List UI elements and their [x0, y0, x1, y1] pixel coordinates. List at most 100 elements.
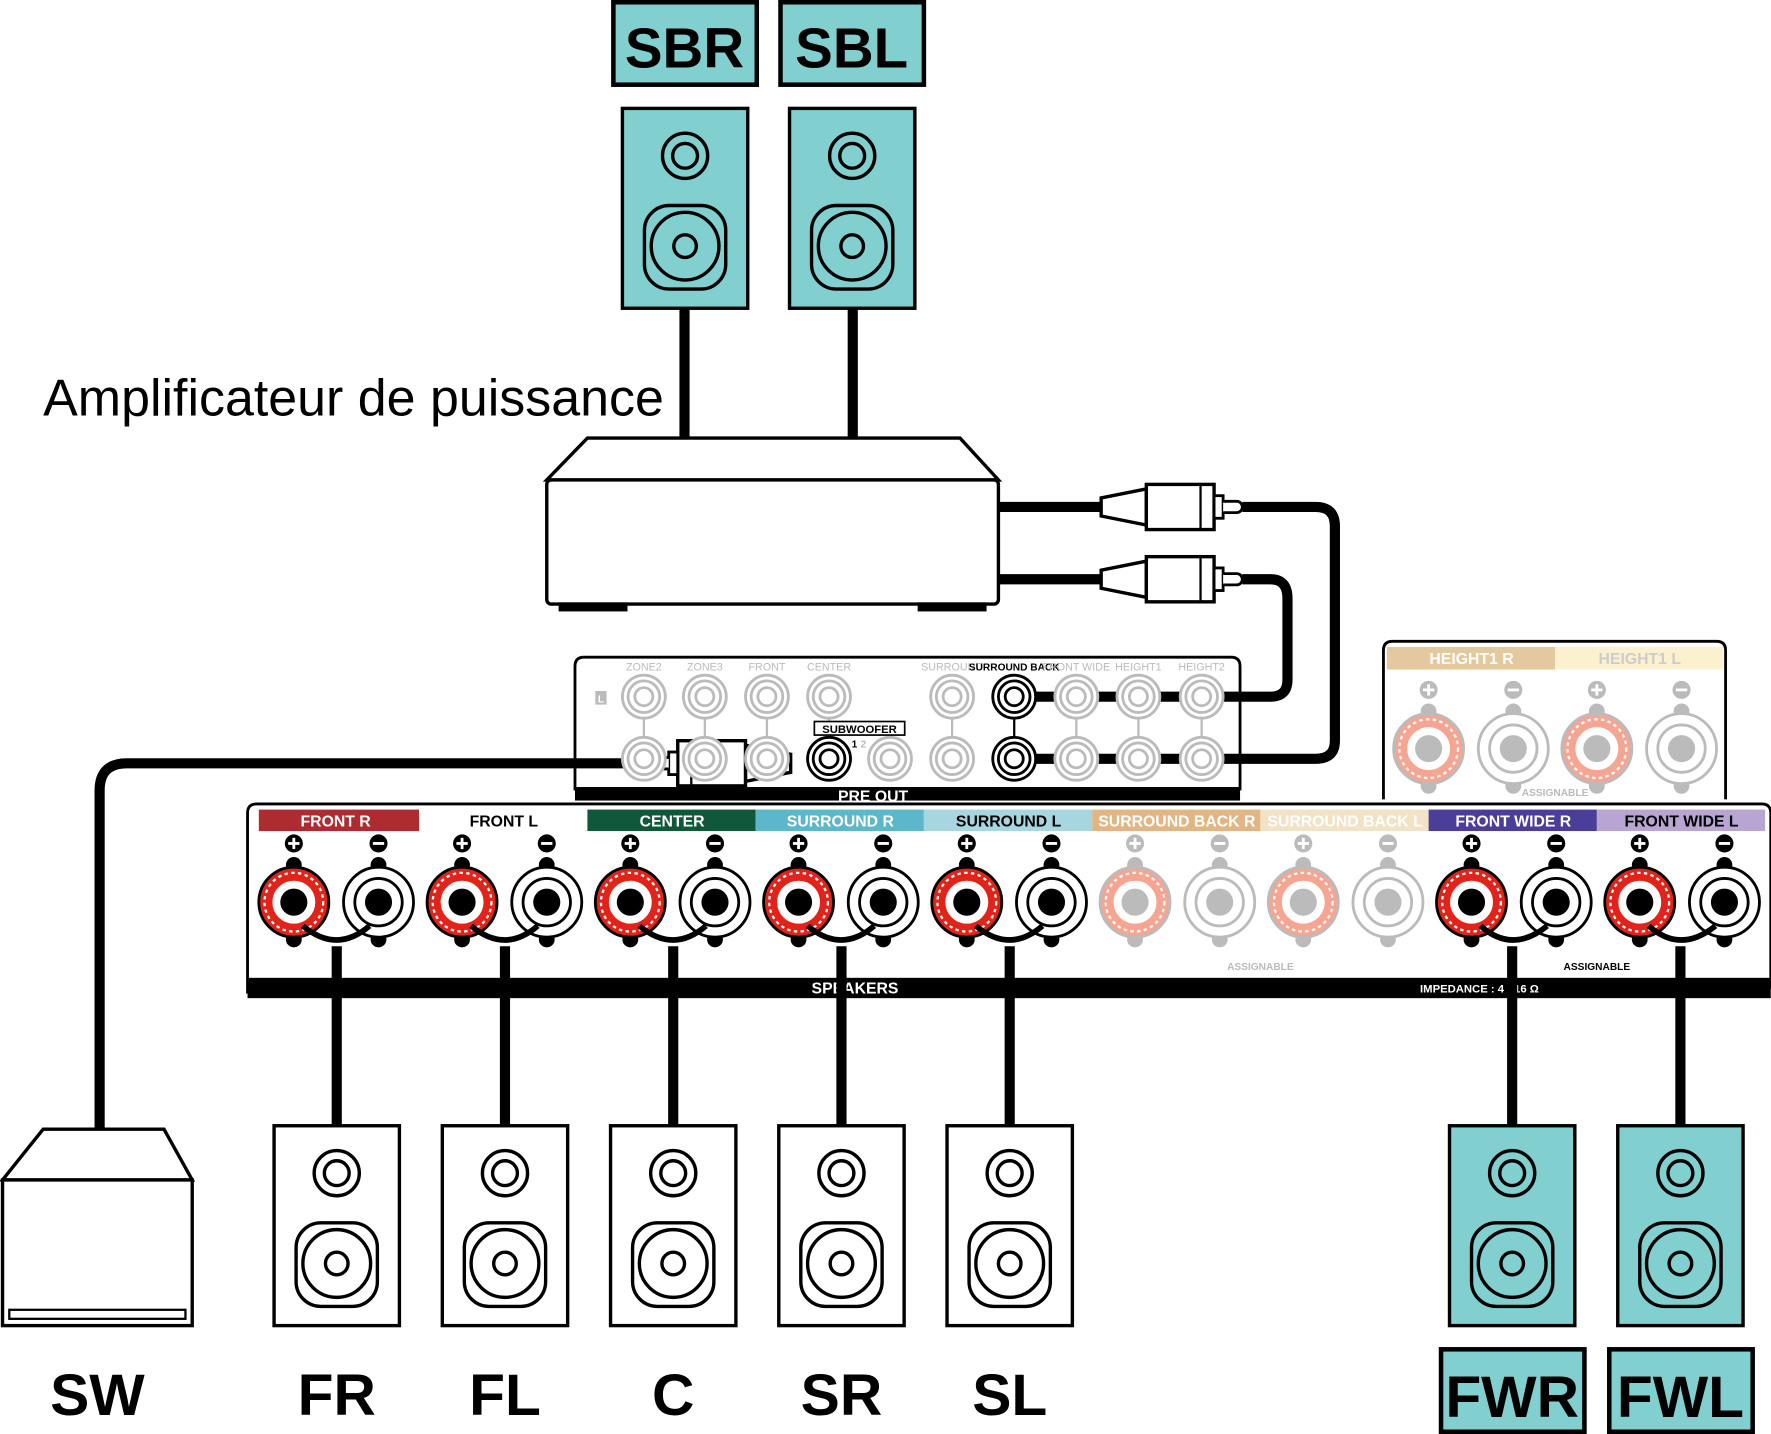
positive-terminal[interactable] — [1266, 857, 1340, 948]
negative-terminal[interactable] — [846, 857, 920, 948]
positive-terminal[interactable] — [1098, 857, 1172, 948]
plus-icon — [1630, 834, 1649, 853]
channel-label-bg — [258, 809, 420, 832]
amplifier-label: Amplificateur de puissance — [43, 370, 664, 428]
rca-jack[interactable] — [1053, 735, 1100, 782]
height-label-bg — [1386, 646, 1556, 670]
power-amplifier — [542, 436, 1003, 612]
negative-terminal[interactable] — [1351, 857, 1425, 948]
channel-label-bg — [1596, 809, 1766, 832]
rca-jack[interactable] — [929, 673, 975, 720]
plus-icon — [789, 834, 808, 853]
rca-jack[interactable] — [929, 735, 975, 782]
rca-jack[interactable] — [744, 673, 790, 720]
rca-jack[interactable] — [1115, 735, 1162, 782]
rca-jack[interactable] — [991, 735, 1038, 782]
pre-out-title: PRE OUT — [838, 789, 909, 806]
speaker-sr — [777, 1124, 906, 1328]
assignable-label-sb: ASSIGNABLE — [1227, 962, 1294, 973]
rca-jack[interactable] — [991, 673, 1038, 720]
rca-jack[interactable] — [621, 735, 667, 782]
rca-jack[interactable] — [1053, 673, 1100, 720]
height-label-bg — [1555, 646, 1724, 670]
speaker-sbl — [787, 106, 917, 310]
minus-icon — [1210, 834, 1229, 853]
channel-label-bg — [755, 809, 924, 832]
speaker-sl — [945, 1124, 1075, 1328]
speakers-title: SPEAKERS — [812, 981, 899, 998]
positive-terminal[interactable] — [593, 857, 667, 948]
minus-icon — [1715, 834, 1734, 853]
positive-terminal[interactable] — [425, 857, 499, 948]
rca-plug — [1099, 554, 1244, 604]
speaker-label: SL — [972, 1363, 1047, 1428]
channel-label-bg — [1092, 809, 1261, 832]
rca-jack[interactable] — [621, 673, 667, 720]
rca-jack[interactable] — [1178, 735, 1225, 782]
channel-label: FRONT WIDE R — [1455, 814, 1571, 831]
speaker-label-box — [778, 0, 927, 87]
negative-terminal[interactable] — [510, 857, 584, 948]
rca-jack[interactable] — [681, 673, 728, 720]
minus-icon — [1672, 680, 1691, 699]
positive-terminal[interactable] — [1603, 857, 1677, 948]
channel-label: FRONT WIDE L — [1625, 814, 1739, 831]
speaker-sbr — [620, 106, 750, 310]
speaker-label-box — [1607, 1347, 1755, 1434]
rca-jack[interactable] — [1178, 673, 1225, 720]
channel-label: SURROUND BACK L — [1267, 814, 1423, 831]
negative-terminal[interactable] — [678, 857, 752, 948]
channel-label-bg — [1260, 809, 1429, 832]
pre-out-jack-label: FRONT WIDE — [1042, 662, 1110, 674]
negative-terminal[interactable] — [1015, 857, 1088, 948]
pre-out-jack-label: ZONE3 — [687, 662, 723, 674]
minus-icon — [369, 834, 388, 853]
channel-label: SURROUND R — [787, 814, 895, 831]
channel-label-bg — [419, 809, 588, 832]
side-badge: L — [598, 694, 604, 705]
subwoofer-out-jack[interactable] — [867, 735, 913, 782]
positive-terminal[interactable] — [762, 857, 835, 948]
channel-label: CENTER — [640, 814, 706, 831]
speaker-down-cables — [301, 923, 1718, 1126]
plus-icon — [1294, 834, 1313, 853]
speaker-label: FWL — [1617, 1365, 1744, 1430]
height-assignable-label: ASSIGNABLE — [1522, 788, 1589, 799]
rca-jack[interactable] — [806, 673, 852, 720]
positive-terminal[interactable] — [257, 857, 331, 948]
negative-terminal[interactable] — [1688, 857, 1761, 948]
rca-jack[interactable] — [681, 735, 728, 782]
positive-terminal[interactable] — [1435, 857, 1508, 948]
subwoofer-out-jack[interactable] — [806, 735, 852, 782]
plus-icon — [453, 834, 472, 853]
rca-plug — [1099, 482, 1244, 532]
subwoofer-1-num: 1 — [852, 739, 858, 750]
height-channel-label: HEIGHT1 R — [1429, 651, 1514, 668]
minus-icon — [1042, 834, 1061, 853]
positive-terminal[interactable] — [1560, 703, 1634, 794]
negative-terminal[interactable] — [1183, 857, 1257, 948]
speaker-fr — [272, 1124, 402, 1328]
channel-label: FRONT R — [301, 814, 372, 831]
speaker-label: FR — [298, 1363, 376, 1428]
speaker-fwr — [1447, 1124, 1577, 1328]
negative-terminal[interactable] — [342, 857, 415, 948]
speaker-fwl — [1616, 1124, 1745, 1328]
speaker-label: SR — [801, 1363, 883, 1428]
assignable-label-fw: ASSIGNABLE — [1564, 962, 1631, 973]
channel-label-bg — [923, 809, 1093, 832]
rca-jack[interactable] — [1115, 673, 1162, 720]
impedance-label: IMPEDANCE : 4 - 16 Ω — [1420, 984, 1539, 996]
negative-terminal[interactable] — [1519, 857, 1593, 948]
negative-terminal[interactable] — [1645, 703, 1718, 794]
negative-terminal[interactable] — [1476, 703, 1550, 794]
plus-icon — [284, 834, 303, 853]
pre-out-jack-label: HEIGHT1 — [1115, 662, 1161, 674]
positive-terminal[interactable] — [1392, 703, 1466, 794]
rca-jack[interactable] — [744, 735, 790, 782]
positive-terminal[interactable] — [930, 857, 1004, 948]
